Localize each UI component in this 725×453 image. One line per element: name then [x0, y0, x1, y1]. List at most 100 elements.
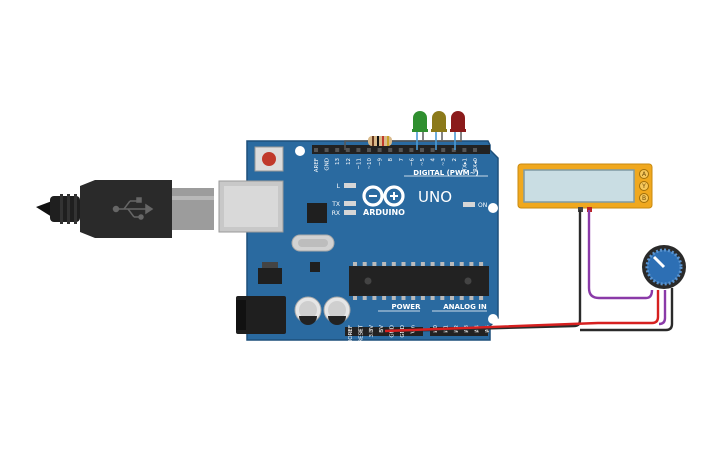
lcd-pin[interactable]	[639, 181, 649, 191]
digital-pin-label: ~3	[441, 158, 447, 167]
chip-pin	[420, 262, 425, 266]
on-led	[463, 202, 475, 207]
power-pin-label: RESET	[358, 324, 364, 342]
digital-pin-hole[interactable]	[314, 148, 318, 152]
digital-pin-label: 8	[388, 158, 394, 162]
resistor-band	[382, 136, 384, 146]
digital-pin-hole[interactable]	[356, 148, 361, 152]
analog-pin-hole[interactable]	[485, 329, 489, 333]
analog-header-label: ANALOG IN	[443, 303, 487, 311]
digital-pin-hole[interactable]	[430, 148, 435, 152]
digital-pin-hole[interactable]	[324, 148, 329, 152]
chip-pin	[450, 296, 454, 300]
chip-pin	[401, 296, 406, 300]
dc-jack	[236, 296, 286, 334]
power-pin-hole[interactable]	[368, 329, 373, 333]
lcd-pin-label: B	[642, 195, 646, 202]
wire-lcd-to-pot-purple[interactable]	[587, 210, 654, 300]
digital-pin-hole[interactable]	[420, 148, 424, 152]
chip-pin	[430, 262, 435, 266]
digital-pin-label: ~11	[356, 158, 362, 170]
digital-pin-label: AREF	[314, 158, 320, 172]
model-label: UNO	[418, 188, 452, 206]
wire-pot-gnd-black[interactable]	[580, 288, 674, 332]
chip-pin	[459, 262, 464, 266]
dc-jack-face	[236, 300, 246, 330]
usb-plug-metal-shine	[172, 196, 214, 200]
brand-label: ARDUINO	[363, 208, 405, 217]
chip-pin	[382, 262, 387, 266]
mounting-hole	[488, 314, 498, 324]
digital-pin-label: TX▸1	[462, 158, 468, 172]
digital-pin-hole[interactable]	[377, 148, 382, 152]
digital-pin-hole[interactable]	[441, 148, 446, 152]
resistor[interactable]	[344, 136, 404, 150]
led-group	[412, 111, 466, 150]
chip-pin	[362, 296, 367, 300]
potentiometer-indicator	[652, 255, 666, 269]
digital-pin-hole[interactable]	[367, 148, 371, 152]
analog-pin-hole[interactable]	[464, 329, 469, 333]
digital-pin-hole[interactable]	[345, 148, 350, 152]
reset-button-cap	[262, 152, 276, 166]
power-header	[345, 327, 423, 336]
digital-pin-hole[interactable]	[462, 148, 467, 152]
status-led-label: TX	[331, 201, 340, 208]
usb-icon	[112, 197, 154, 220]
led-red[interactable]	[450, 111, 466, 150]
chip-pin	[420, 296, 425, 300]
power-pin-hole[interactable]	[379, 329, 384, 333]
lcd-pin[interactable]	[639, 169, 649, 179]
usb-chip	[307, 203, 327, 223]
lcd-terminal-black	[578, 207, 583, 212]
digital-pin-hole[interactable]	[388, 148, 393, 152]
lcd-terminal-red	[587, 207, 592, 212]
power-pin-hole[interactable]	[358, 329, 363, 333]
usb-plug-metal	[172, 188, 214, 230]
digital-header-label: DIGITAL (PWM~)	[413, 169, 478, 177]
potentiometer[interactable]	[642, 245, 686, 289]
chip-pin	[450, 262, 454, 266]
analog-pin-hole[interactable]	[443, 329, 448, 333]
power-pin-hole[interactable]	[348, 329, 352, 333]
usb-cable-ridge-1	[60, 194, 63, 224]
chip-pin	[459, 296, 464, 300]
led-green[interactable]	[412, 111, 428, 150]
led-rim	[431, 129, 447, 132]
digital-pin-label: RX◂0	[473, 158, 479, 172]
usb-cable[interactable]	[36, 180, 214, 238]
chip-pin	[401, 262, 406, 266]
capacitor	[323, 296, 351, 325]
lcd-pins: AYB	[639, 169, 649, 203]
chip-pin	[430, 296, 435, 300]
wire-5v-red[interactable]	[384, 290, 660, 333]
digital-pin-hole[interactable]	[335, 148, 340, 152]
usb-cable-strain-relief	[50, 196, 80, 222]
analog-header	[430, 327, 488, 336]
mounting-hole	[488, 203, 498, 213]
chip-pin	[372, 296, 377, 300]
usb-cable-ridge-2	[67, 194, 70, 224]
digital-pin-hole[interactable]	[473, 148, 477, 152]
analog-pin-hole[interactable]	[453, 329, 458, 333]
digital-pin-label: ~6	[409, 158, 415, 167]
digital-pin-label: ~5	[420, 158, 426, 167]
digital-pin-label: 4	[431, 158, 437, 162]
digital-pin-hole[interactable]	[409, 148, 414, 152]
analog-pin-hole[interactable]	[474, 329, 479, 333]
digital-pin-hole[interactable]	[451, 148, 456, 152]
chip-pin	[353, 296, 357, 300]
wire-pot-wiper-purple[interactable]	[658, 290, 667, 326]
power-header-label: POWER	[392, 303, 422, 311]
power-pin-label: 5V	[379, 325, 385, 332]
digital-pin-hole[interactable]	[398, 148, 403, 152]
led-yellow[interactable]	[431, 111, 447, 150]
digital-pin-label: ~9	[378, 158, 384, 167]
lcd-display[interactable]: AYB	[517, 163, 653, 212]
lcd-pin[interactable]	[639, 193, 649, 203]
voltage-regulator	[258, 268, 282, 284]
chip-pin	[469, 262, 474, 266]
